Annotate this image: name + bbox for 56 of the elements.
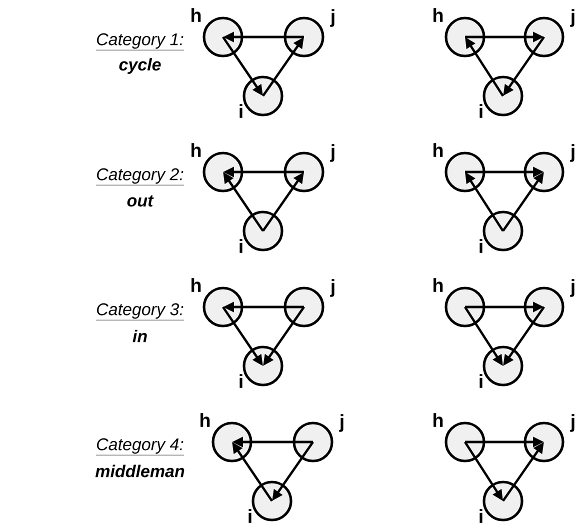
node-letter: j: [570, 144, 574, 162]
category-label: Category 2:: [96, 168, 184, 186]
category-name: out: [127, 195, 154, 207]
node-letter: i: [240, 239, 242, 253]
circle-node: [444, 286, 486, 328]
circle-node: [242, 346, 284, 386]
circle-node: [212, 422, 252, 462]
circle-node: [292, 422, 334, 462]
circle-node: [524, 286, 564, 328]
circle-node: [202, 16, 244, 58]
circle-node: [252, 480, 292, 522]
node-letter: h: [434, 278, 443, 292]
circle-node: [524, 422, 564, 462]
node-letter: j: [570, 9, 574, 27]
circle-node: [524, 152, 564, 192]
node-letter: i: [248, 509, 252, 523]
node-letter: h: [434, 413, 443, 427]
circle-node: [482, 346, 524, 386]
node-letter: h: [434, 8, 443, 22]
node-letter: i: [480, 509, 482, 523]
category-name: cycle: [119, 58, 161, 74]
node-letter: h: [192, 143, 201, 157]
circle-node: [444, 422, 486, 462]
node-letter: j: [570, 414, 574, 432]
circle-node: [444, 16, 486, 58]
node-letter: h: [434, 143, 443, 157]
node-letter: j: [570, 279, 574, 297]
circle-node: [444, 152, 486, 192]
node-letter: j: [330, 9, 334, 27]
circle-node: [284, 286, 324, 328]
node-letter: j: [330, 144, 334, 162]
node-letter: j: [330, 279, 334, 297]
circle-node: [482, 480, 524, 522]
circle-node: [242, 210, 284, 252]
circle-node: [284, 16, 324, 58]
category-label: Category 3:: [96, 303, 184, 320]
node-letter: i: [480, 374, 482, 388]
category-name: middleman: [95, 464, 184, 478]
circle-node: [524, 16, 564, 58]
node-letter: h: [192, 278, 201, 292]
circle-node: [284, 152, 324, 192]
node-letter: i: [240, 104, 242, 118]
category-label: Category 1:: [96, 33, 184, 50]
node-letter: h: [200, 413, 210, 427]
circle-node: [482, 76, 524, 116]
node-letter: i: [480, 239, 482, 253]
circle-node: [202, 152, 244, 192]
category-label: Category 4:: [96, 438, 184, 456]
category-name: in: [132, 330, 147, 342]
node-letter: h: [192, 8, 201, 22]
node-letter: i: [480, 104, 482, 118]
circle-node: [202, 286, 244, 328]
circle-node: [242, 76, 284, 116]
node-letter: j: [339, 414, 344, 432]
circle-node: [482, 210, 524, 252]
node-letter: i: [240, 374, 242, 388]
